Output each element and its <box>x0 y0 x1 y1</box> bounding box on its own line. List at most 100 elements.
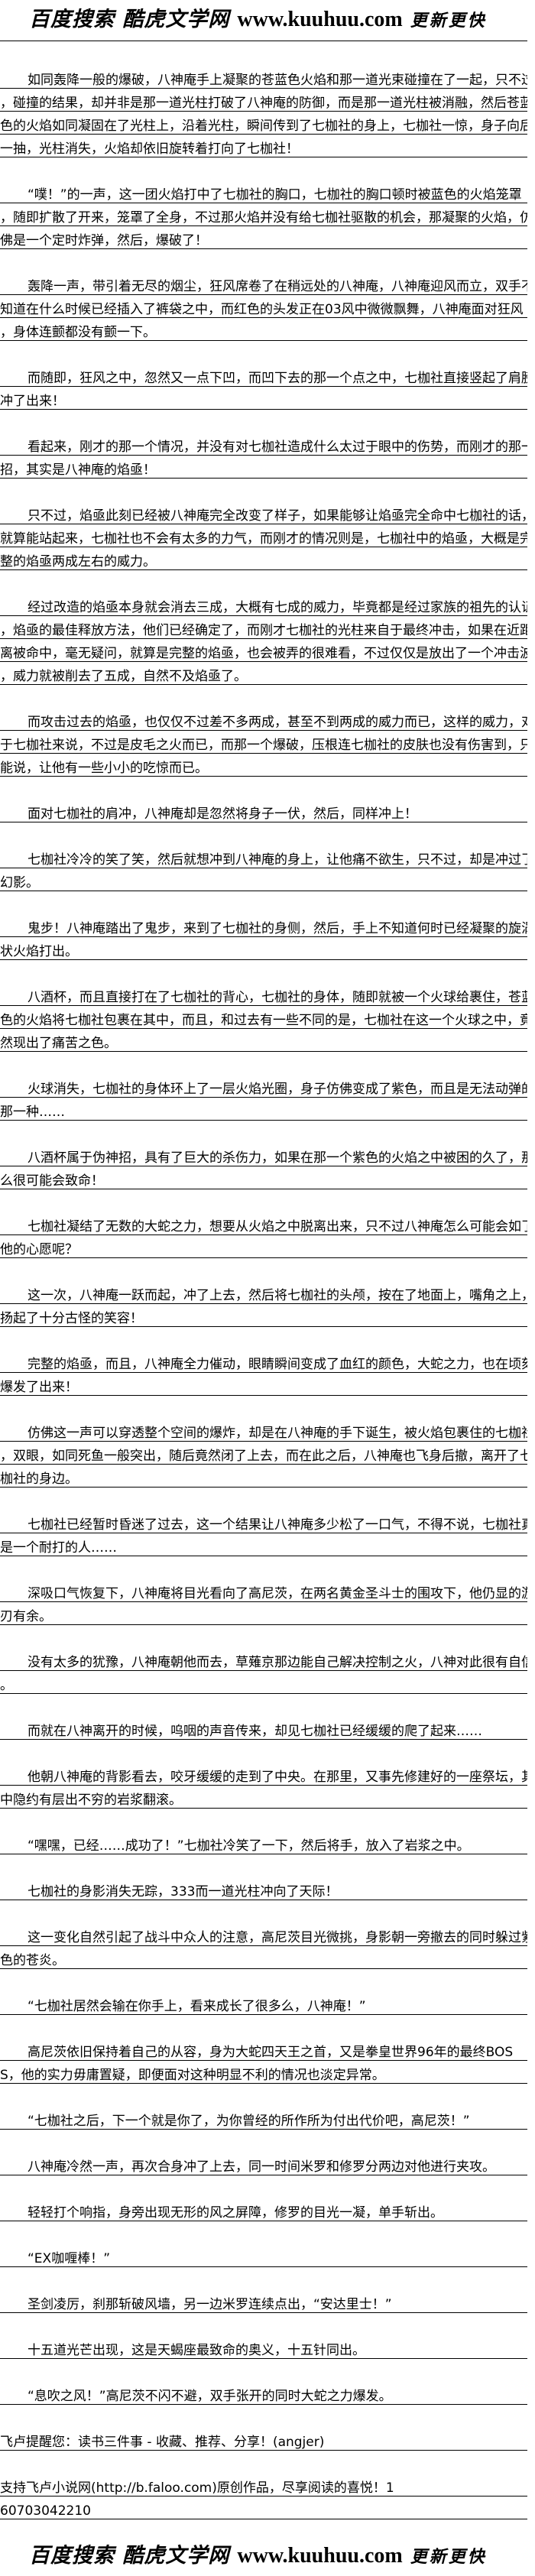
text-line-content: 离被命中，毫无疑问，就算是完整的焰亟，也会被弄的很难看，不过仅仅是放出了一个冲击… <box>0 646 527 661</box>
text-line: 轻轻打个响指，身旁出现无形的风之屏障，修罗的目光一凝，单手斩出。 <box>0 2198 527 2221</box>
text-line-content: 圣剑凌厉，刹那斩破风墙，另一边米罗连续点出，“安达里士！” <box>28 2297 392 2312</box>
text-line-content: 能说，让他有一些小小的吃惊而已。 <box>0 761 208 776</box>
paragraph-gap <box>0 1121 527 1144</box>
paragraph: 八酒杯属于伪神招，具有了巨大的杀伤力，如果在那一个紫色的火焰之中被困的久了，那么… <box>0 1144 527 1189</box>
paragraph-gap <box>0 570 527 593</box>
text-line-content: 深吸口气恢复下，八神庵将目光看向了高尼茨，在两名黄金圣斗士的围攻下，他仍显的游 <box>28 1586 527 1601</box>
paragraph: 火球消失，七枷社的身体环上了一层火焰光圈，身子仿佛变成了紫色，而且是无法动弹的那… <box>0 1075 527 1121</box>
text-line-content: 面对七枷社的肩冲，八神庵却是忽然将身子一伏，然后，同样冲上！ <box>28 806 417 822</box>
text-line: 然现出了痛苦之色。 <box>0 1029 527 1052</box>
text-line: 冲了出来！ <box>0 387 527 410</box>
paragraph-gap <box>0 157 527 180</box>
paragraph: 如同轰降一般的爆破，八神庵手上凝聚的苍蓝色火焰和那一道光束碰撞在了一起，只不过，… <box>0 66 527 157</box>
paragraph-gap <box>0 2221 527 2244</box>
text-line: 经过改造的焰亟本身就会消去三成，大概有七成的威力，毕竟都是经过家族的祖先的认证 <box>0 593 527 616</box>
paragraph-gap <box>0 249 527 272</box>
paragraph: 而就在八神离开的时候，呜咽的声音传来，却见七枷社已经缓缓的爬了起来…… <box>0 1717 527 1740</box>
text-line-content: 色的火焰如同凝固在了光柱上，沿着光柱，瞬间传到了七枷社的身上，七枷社一惊，身子向… <box>0 118 527 134</box>
text-line-content: 而随即，狂风之中，忽然又一点下凹，而凹下去的那一个点之中，七枷社直接竖起了肩膀 <box>28 371 527 386</box>
paragraph: 看起来，刚才的那一个情况，并没有对七枷社造成什么太过于眼中的伤势，而刚才的那一招… <box>0 433 527 479</box>
text-line: 色的火焰如同凝固在了光柱上，沿着光柱，瞬间传到了七枷社的身上，七枷社一惊，身子向… <box>0 112 527 135</box>
paragraph: “嘿嘿，已经……成功了！”七枷社冷笑了一下，然后将手，放入了岩浆之中。 <box>0 1831 527 1854</box>
text-line-content: 么很可能会致命！ <box>0 1173 104 1189</box>
text-line: 一抽，光柱消失，火焰却依旧旋转着打向了七枷社！ <box>0 135 527 157</box>
text-line: 他朝八神庵的背影看去，咬牙缓缓的走到了中央。在那里，又事先修建好的一座祭坛，其 <box>0 1763 527 1786</box>
text-line-content: “息吹之风！”高尼茨不闪不避，双手张开的同时大蛇之力爆发。 <box>28 2389 392 2404</box>
text-line: 鬼步！八神庵踏出了鬼步，来到了七枷社的身侧，然后，手上不知道何时已经凝聚的旋涡 <box>0 914 527 937</box>
paragraph: “七枷社居然会输在你手上，看来成长了很多么，八神庵！” <box>0 1992 527 2015</box>
text-line: 八酒杯属于伪神招，具有了巨大的杀伤力，如果在那一个紫色的火焰之中被困的久了，那 <box>0 1144 527 1166</box>
text-line: “七枷社之后，下一个就是你了，为你曾经的所作所为付出代价吧，高尼茨！” <box>0 2107 527 2130</box>
paragraph-gap <box>0 1809 527 1831</box>
text-line: 这一次，八神庵一跃而起，冲了上去，然后将七枷社的头颅，按在了地面上，嘴角之上， <box>0 1281 527 1304</box>
paragraph: 七枷社的身影消失无踪，333而一道光柱冲向了天际！ <box>0 1877 527 1900</box>
text-line-content: 是一个耐打的人…… <box>0 1540 117 1556</box>
paragraph-gap <box>0 2130 527 2153</box>
text-line: 看起来，刚才的那一个情况，并没有对七枷社造成什么太过于眼中的伤势，而刚才的那一 <box>0 433 527 456</box>
text-line-content: 经过改造的焰亟本身就会消去三成，大概有七成的威力，毕竟都是经过家族的祖先的认证 <box>28 600 527 615</box>
text-line: 招，其实是八神庵的焰亟！ <box>0 456 527 479</box>
text-line-content: 十五道光芒出现，这是天蝎座最致命的奥义，十五针同出。 <box>28 2343 365 2358</box>
text-line: 而随即，狂风之中，忽然又一点下凹，而凹下去的那一个点之中，七枷社直接竖起了肩膀 <box>0 364 527 387</box>
text-line-content: 整的焰亟两成左右的威力。 <box>0 554 156 569</box>
text-line-content: 他的心愿呢？ <box>0 1242 78 1257</box>
paragraph: 鬼步！八神庵踏出了鬼步，来到了七枷社的身侧，然后，手上不知道何时已经凝聚的旋涡状… <box>0 914 527 960</box>
paragraph: 十五道光芒出现，这是天蝎座最致命的奥义，十五针同出。 <box>0 2336 527 2359</box>
text-line: “息吹之风！”高尼茨不闪不避，双手张开的同时大蛇之力爆发。 <box>0 2382 527 2405</box>
text-line-content: 七枷社凝结了无数的大蛇之力，想要从火焰之中脱离出来，只不过八神庵怎么可能会如了 <box>28 1219 527 1234</box>
text-line-content: 七枷社冷冷的笑了笑，然后就想冲到八神庵的身上，让他痛不欲生，只不过，却是冲过了 <box>28 852 527 868</box>
text-line-content: 八神庵冷然一声，再次合身冲了上去，同一时间米罗和修罗分两边对他进行夹攻。 <box>28 2159 495 2175</box>
text-line: 于七枷社来说，不过是皮毛之火而已，而那一个爆破，压根连七枷社的皮肤也没有伤害到，… <box>0 731 527 754</box>
text-line: 圣剑凌厉，刹那斩破风墙，另一边米罗连续点出，“安达里士！” <box>0 2290 527 2313</box>
paragraph: 八神庵冷然一声，再次合身冲了上去，同一时间米罗和修罗分两边对他进行夹攻。 <box>0 2153 527 2175</box>
paragraph-gap <box>0 822 527 845</box>
text-line-content: “噗！”的一声，这一团火焰打中了七枷社的胸口，七枷社的胸口顿时被蓝色的火焰笼罩 <box>28 187 522 203</box>
text-line-content: 冲了出来！ <box>0 394 65 409</box>
text-line: 七枷社的身影消失无踪，333而一道光柱冲向了天际！ <box>0 1877 527 1900</box>
text-line: 能说，让他有一些小小的吃惊而已。 <box>0 754 527 777</box>
paragraph-gap <box>0 2084 527 2107</box>
logo-slogan: 更新更快 <box>410 11 487 31</box>
chapter-content: 如同轰降一般的爆破，八神庵手上凝聚的苍蓝色火焰和那一道光束碰撞在了一起，只不过，… <box>0 66 527 2519</box>
text-line-content: ，随即扩散了开来，笼罩了全身，不过那火焰并没有给七枷社驱散的机会，那凝聚的火焰，… <box>0 210 527 225</box>
paragraph: 这一次，八神庵一跃而起，冲了上去，然后将七枷社的头颅，按在了地面上，嘴角之上，扬… <box>0 1281 527 1327</box>
text-line-content: 而攻击过去的焰亟，也仅仅不过差不多两成，甚至不到两成的威力而已，这样的威力，对 <box>28 715 527 730</box>
text-line: “噗！”的一声，这一团火焰打中了七枷社的胸口，七枷社的胸口顿时被蓝色的火焰笼罩 <box>0 180 527 203</box>
text-line-content: “嘿嘿，已经……成功了！”七枷社冷笑了一下，然后将手，放入了岩浆之中。 <box>28 1838 470 1854</box>
text-line-content: 仿佛这一声可以穿透整个空间的爆炸，却是在八神庵的手下诞生，被火焰包裹住的七枷社 <box>28 1426 527 1441</box>
text-line: 60703042210 <box>0 2497 527 2519</box>
paragraph-gap <box>0 1189 527 1212</box>
paragraph-gap <box>0 2405 527 2428</box>
paragraph-gap <box>0 2359 527 2382</box>
site-logo[interactable]: 百度搜索 酷虎文学网 www.kuuhuu.com 更新更快 <box>29 2 487 32</box>
paragraph-gap <box>0 1740 527 1763</box>
site-banner-top: 百度搜索 酷虎文学网 www.kuuhuu.com 更新更快 <box>0 0 527 41</box>
text-line: ，随即扩散了开来，笼罩了全身，不过那火焰并没有给七枷社驱散的机会，那凝聚的火焰，… <box>0 203 527 226</box>
text-line-content: ，身体连颤都没有颤一下。 <box>0 325 156 340</box>
text-line: 而就在八神离开的时候，呜咽的声音传来，却见七枷社已经缓缓的爬了起来…… <box>0 1717 527 1740</box>
paragraph-gap <box>0 2451 527 2474</box>
text-line-content: 枷社的身边。 <box>0 1471 78 1487</box>
text-line-content: “EX咖喱棒！” <box>28 2251 111 2266</box>
site-logo[interactable]: 百度搜索 酷虎文学网 www.kuuhuu.com 更新更快 <box>29 2539 487 2568</box>
text-line: 支持飞卢小说网(http://b.faloo.com)原创作品，尽享阅读的喜悦！… <box>0 2474 527 2497</box>
text-line: ，威力就被削去了五成，自然不及焰亟了。 <box>0 662 527 685</box>
paragraph: 这一变化自然引起了战斗中众人的注意，高尼茨目光微挑，身影朝一旁撤去的同时躲过紫色… <box>0 1923 527 1969</box>
paragraph-gap <box>0 2015 527 2038</box>
paragraph: 支持飞卢小说网(http://b.faloo.com)原创作品，尽享阅读的喜悦！… <box>0 2474 527 2519</box>
text-line: 十五道光芒出现，这是天蝎座最致命的奥义，十五针同出。 <box>0 2336 527 2359</box>
text-line-content: 刃有余。 <box>0 1609 52 1624</box>
text-line-content: ，威力就被削去了五成，自然不及焰亟了。 <box>0 669 247 684</box>
paragraph-gap <box>0 891 527 914</box>
text-line: 仿佛这一声可以穿透整个空间的爆炸，却是在八神庵的手下诞生，被火焰包裹住的七枷社 <box>0 1419 527 1442</box>
text-line: 他的心愿呢？ <box>0 1235 527 1258</box>
text-line-content: ，焰亟的最佳释放方法，他们已经确定了，而刚才七枷社的光柱来自于最终冲击，如果在近… <box>0 623 527 638</box>
text-line-content: 爆发了出来！ <box>0 1380 78 1395</box>
text-line-content: 完整的焰亟，而且，八神庵全力催动，眼睛瞬间变成了血红的颜色，大蛇之力，也在顷刻 <box>28 1357 527 1372</box>
text-line: 面对七枷社的肩冲，八神庵却是忽然将身子一伏，然后，同样冲上！ <box>0 800 527 822</box>
text-line-content: 轻轻打个响指，身旁出现无形的风之屏障，修罗的目光一凝，单手斩出。 <box>28 2205 443 2221</box>
text-line: 知道在什么时候已经插入了裤袋之中，而红色的头发正在03风中微微飘舞，八神庵面对狂… <box>0 295 527 318</box>
text-line: 七枷社冷冷的笑了笑，然后就想冲到八神庵的身上，让他痛不欲生，只不过，却是冲过了 <box>0 845 527 868</box>
paragraph-gap <box>0 1488 527 1510</box>
